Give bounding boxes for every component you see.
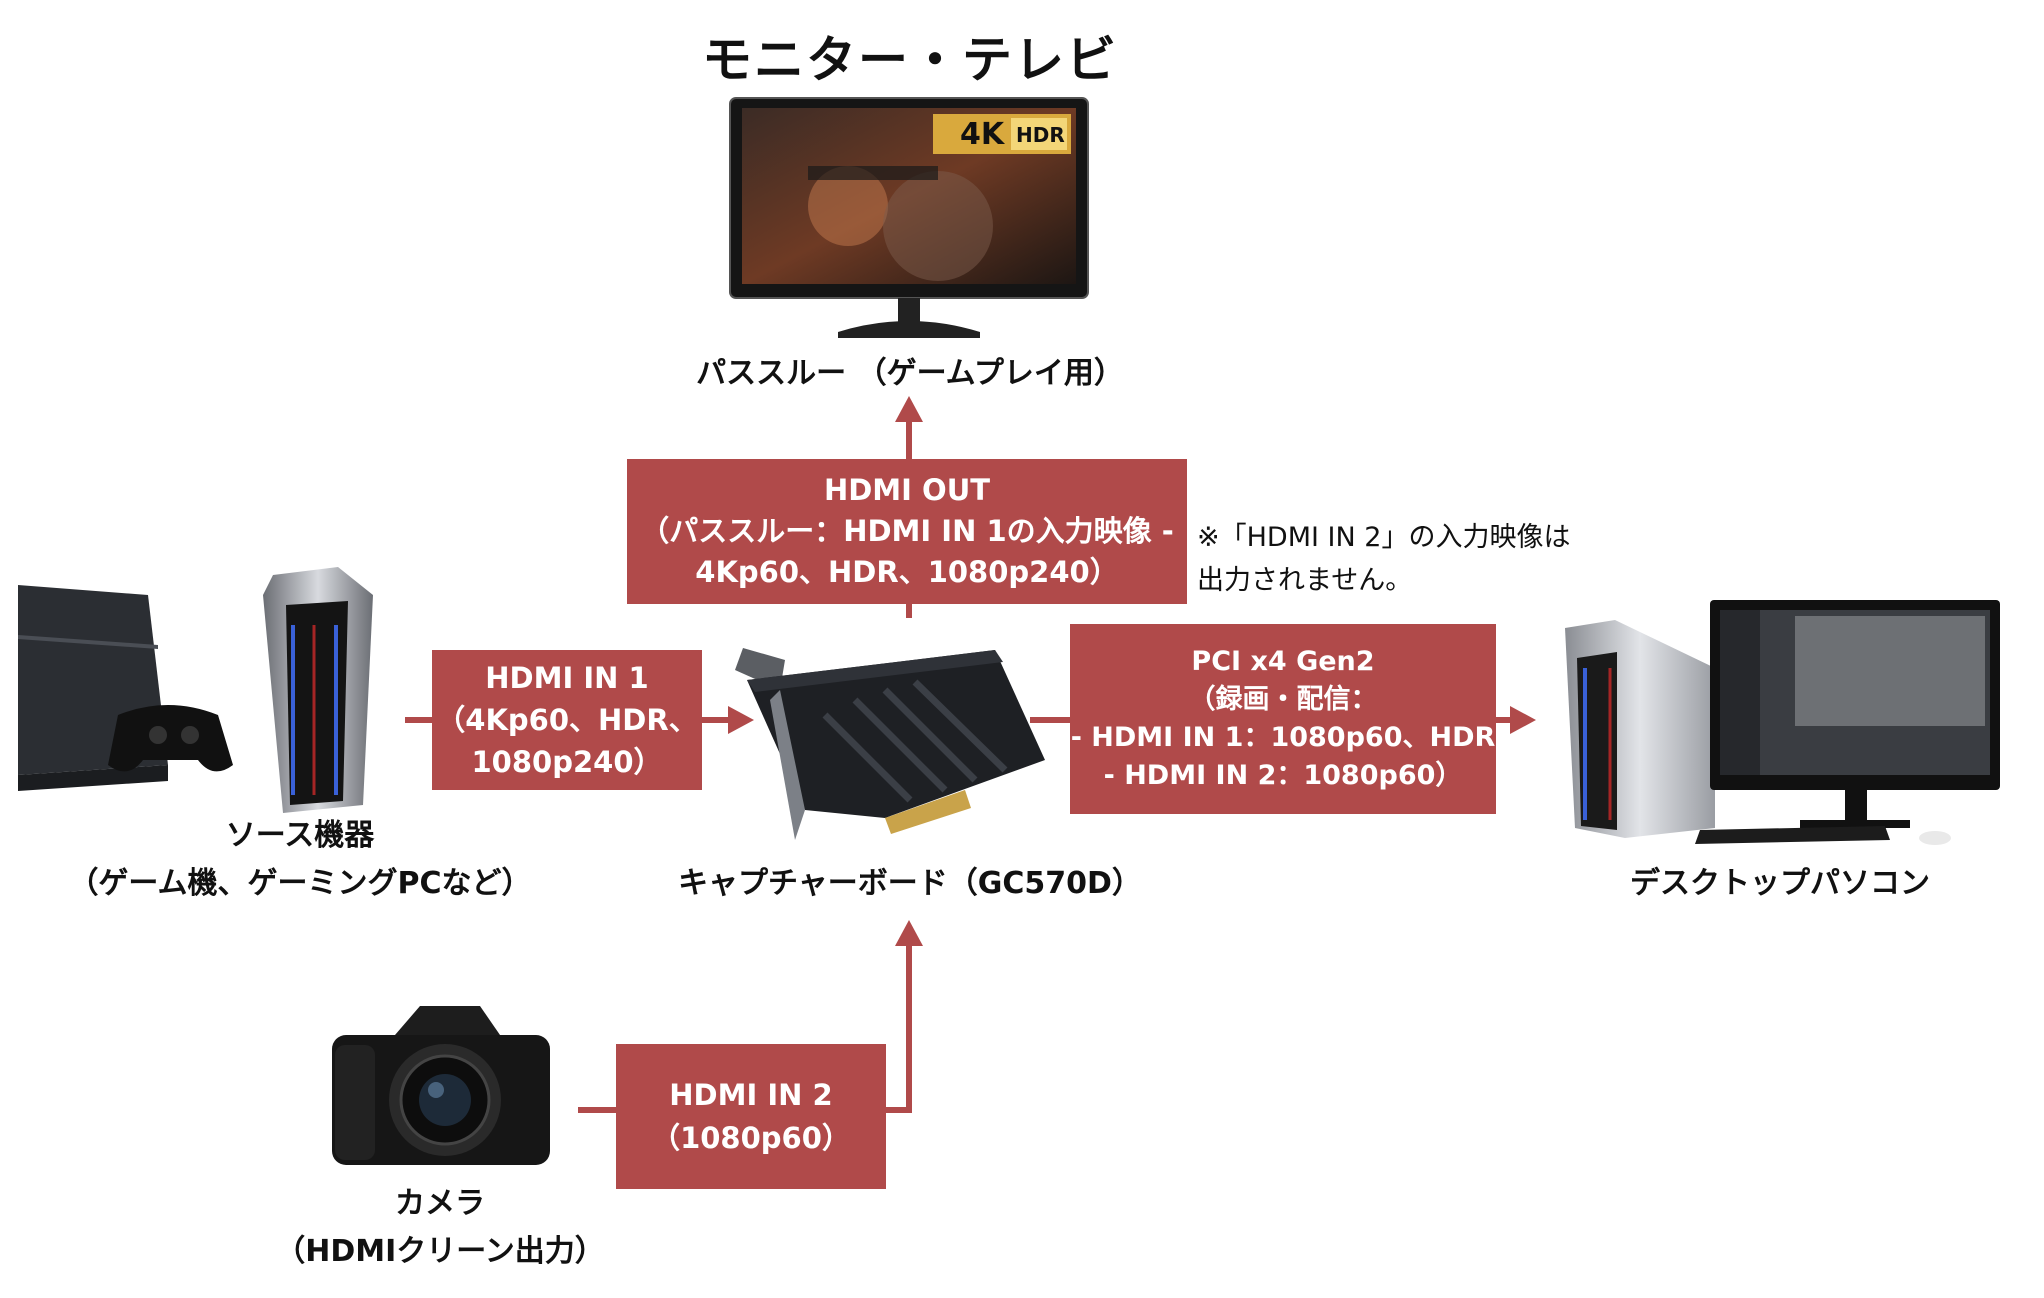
hdmi-out-line2: （パススルー：HDMI IN 1の入力映像 -	[640, 514, 1174, 548]
camera-label: カメラ （HDMIクリーン出力）	[200, 1180, 680, 1276]
arrow-to-monitor	[895, 396, 923, 422]
badge-hdr-text: HDR	[1016, 123, 1065, 147]
pci-line4: - HDMI IN 2：1080p60）	[1103, 760, 1463, 791]
hdmi-in1-line1: HDMI IN 1	[485, 661, 649, 695]
hdmi-in2-box: HDMI IN 2 （1080p60）	[616, 1044, 886, 1189]
camera-image	[332, 1006, 550, 1165]
hdmi-out-line1: HDMI OUT	[823, 473, 991, 507]
hdmi-in1-line3: 1080p240）	[471, 745, 663, 779]
arrow-camera-to-board	[895, 920, 923, 946]
source-label-line1: ソース機器	[225, 818, 375, 853]
monitor-caption: パススルー （ゲームプレイ用）	[696, 356, 1124, 391]
hdmi-in1-box: HDMI IN 1 （4Kp60、HDR、 1080p240）	[432, 650, 702, 790]
capture-board-label: キャプチャーボード（GC570D）	[678, 866, 1142, 901]
monitor-title: モニター・テレビ	[702, 31, 1118, 89]
note-text: ※「HDMI IN 2」の入力映像は 出力されません。	[1197, 516, 1570, 602]
monitor-tv-image: 4K HDR	[729, 97, 1089, 338]
arrow-to-board	[728, 706, 754, 734]
capture-board-image	[735, 648, 1045, 840]
hdmi-in2-line2: （1080p60）	[651, 1120, 851, 1155]
source-devices-image	[18, 567, 373, 813]
arrow-to-desktop	[1510, 706, 1536, 734]
pci-line3: - HDMI IN 1：1080p60、HDR	[1070, 722, 1496, 753]
desktop-pc-image	[1565, 600, 2000, 845]
source-label-line2: （ゲーム機、ゲーミングPCなど）	[68, 866, 532, 901]
hdmi-out-line3: 4Kp60、HDR、1080p240）	[695, 555, 1119, 589]
desktop-label: デスクトップパソコン	[1630, 866, 1930, 901]
note-line1: ※「HDMI IN 2」の入力映像は	[1197, 522, 1571, 553]
pci-line1: PCI x4 Gen2	[1191, 646, 1375, 677]
note-line2: 出力されません。	[1197, 565, 1413, 596]
hdmi-in1-line2: （4Kp60、HDR、	[436, 703, 698, 737]
badge-4k-text: 4K	[960, 117, 1006, 152]
pci-line2: （録画・配信：	[1188, 684, 1378, 715]
hdmi-out-box: HDMI OUT （パススルー：HDMI IN 1の入力映像 - 4Kp60、H…	[627, 459, 1187, 604]
camera-label-line2: （HDMIクリーン出力）	[275, 1234, 605, 1269]
camera-label-line1: カメラ	[395, 1186, 485, 1221]
pci-box: PCI x4 Gen2 （録画・配信： - HDMI IN 1：1080p60、…	[1070, 624, 1496, 814]
source-label: ソース機器 （ゲーム機、ゲーミングPCなど）	[0, 812, 600, 908]
hdmi-in2-line1: HDMI IN 2	[669, 1077, 833, 1112]
